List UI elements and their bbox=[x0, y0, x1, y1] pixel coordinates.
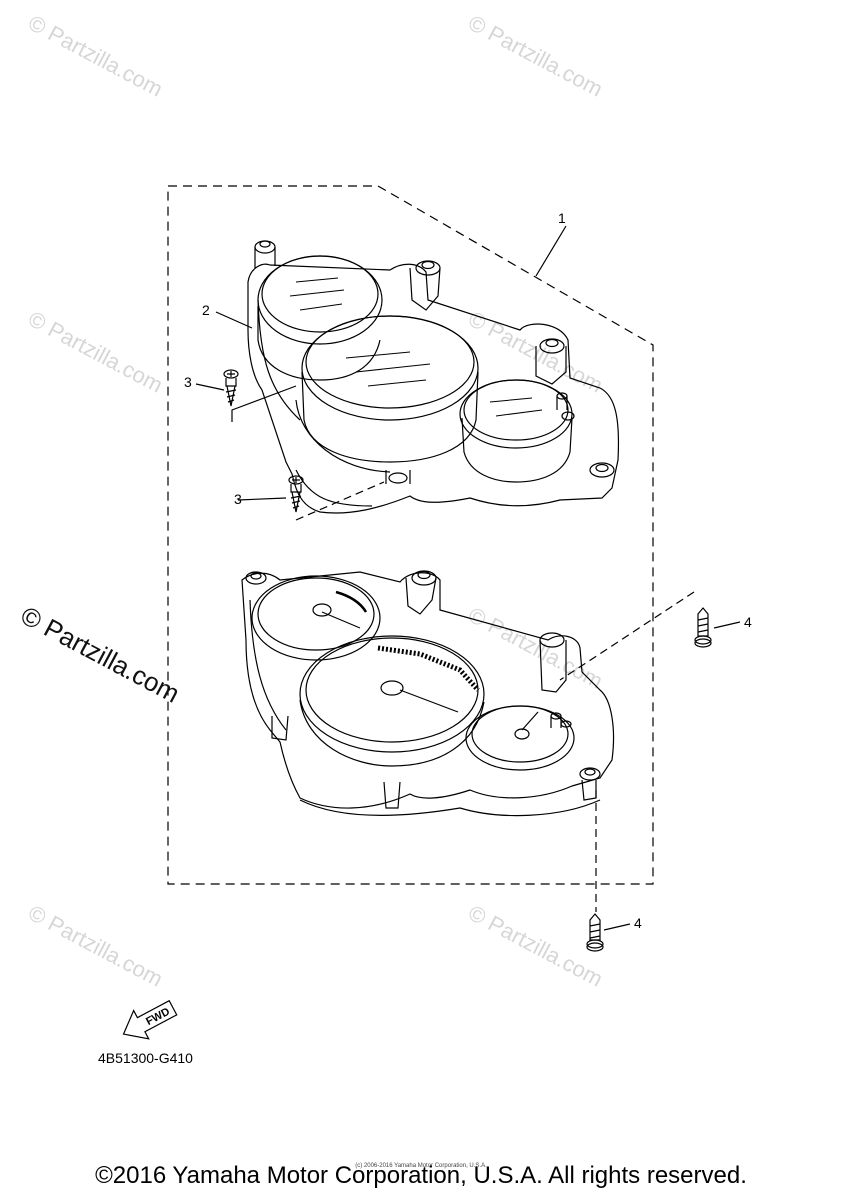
callout-3: 3 bbox=[184, 374, 192, 390]
screw-icon bbox=[223, 369, 239, 407]
callout-2: 2 bbox=[202, 302, 210, 318]
screw-icon bbox=[586, 913, 604, 952]
callout-3: 3 bbox=[234, 491, 242, 507]
callout-4: 4 bbox=[744, 614, 752, 630]
callout-1: 1 bbox=[558, 210, 566, 226]
callout-4: 4 bbox=[634, 915, 642, 931]
meter-cover bbox=[247, 240, 620, 514]
meter-base bbox=[241, 570, 615, 817]
diagram-code: 4B51300-G410 bbox=[98, 1050, 193, 1066]
screw-icon bbox=[288, 475, 304, 513]
copyright-footer: ©2016 Yamaha Motor Corporation, U.S.A. A… bbox=[95, 1162, 747, 1189]
small-print: (c) 2006-2016 Yamaha Motor Corporation, … bbox=[355, 1163, 487, 1169]
fwd-arrow-icon: FWD bbox=[122, 999, 178, 1040]
assembly-boundary bbox=[167, 185, 654, 885]
screw-icon bbox=[694, 607, 712, 648]
